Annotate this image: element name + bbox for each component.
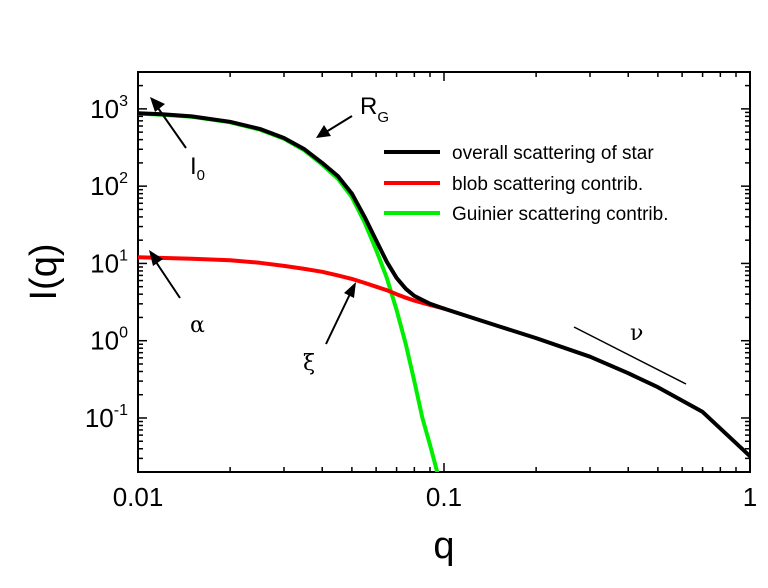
arrow-i0-head	[150, 97, 165, 112]
series-blob-line	[138, 255, 446, 311]
axis-ticks	[137, 71, 751, 473]
annotation-nu: ν	[630, 321, 643, 346]
arrow-i0-shaft	[157, 107, 187, 149]
arrow-xi-shaft	[325, 293, 351, 345]
arrow-rg-shaft	[325, 115, 353, 133]
y-tick-labels: 10-1 100 101 102 103	[85, 93, 128, 433]
y-tick-label: 102	[90, 170, 128, 201]
x-tick-label: 1	[743, 482, 757, 512]
arrow-alpha-head	[149, 250, 163, 266]
y-tick-label: 101	[90, 247, 128, 278]
arrow-rg-head	[316, 125, 331, 138]
y-axis-title: I(q)	[23, 244, 65, 301]
legend-label-guinier: Guinier scattering contrib.	[452, 204, 669, 225]
annotation-xi: ξ	[303, 351, 315, 376]
x-tick-labels: 0.01 0.1 1	[113, 482, 758, 512]
x-axis-title: q	[433, 525, 454, 567]
y-tick-label: 100	[90, 325, 128, 356]
x-tick-label: 0.1	[426, 482, 462, 512]
series-overall-line	[138, 111, 750, 459]
annotations	[149, 97, 687, 385]
nu-slope-line	[573, 326, 687, 385]
series-layer	[138, 111, 750, 472]
legend-label-overall: overall scattering of star	[452, 143, 654, 164]
y-tick-label: 10-1	[85, 402, 128, 433]
annotation-i0: I0	[190, 153, 205, 184]
arrow-xi-head	[344, 282, 356, 298]
legend-label-blob: blob scattering contrib.	[452, 174, 643, 195]
legend: overall scattering of star blob scatteri…	[384, 143, 669, 225]
x-tick-label: 0.01	[113, 482, 164, 512]
arrow-alpha-shaft	[155, 261, 181, 299]
annotation-alpha: α	[190, 313, 205, 338]
plot-frame	[137, 71, 751, 473]
y-tick-label: 103	[90, 93, 128, 124]
annotation-rg: RG	[360, 93, 389, 126]
